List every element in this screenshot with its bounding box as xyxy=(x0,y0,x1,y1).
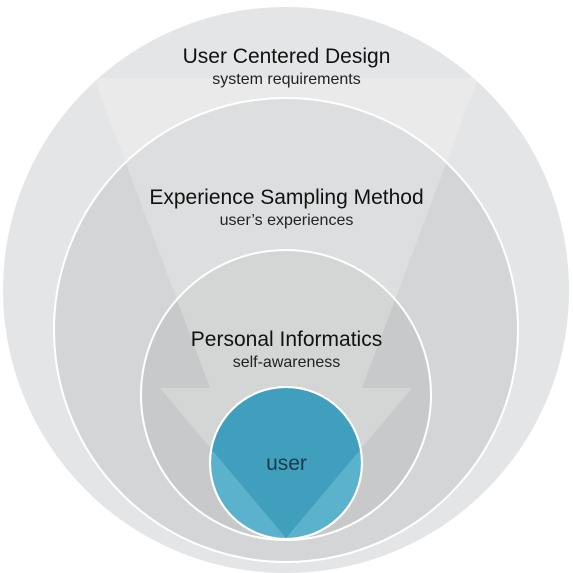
outer-layer-subtitle: system requirements xyxy=(212,71,361,88)
user-label: user xyxy=(266,452,307,475)
middle-layer-subtitle: user’s experiences xyxy=(219,212,354,229)
inner-layer-subtitle: self-awareness xyxy=(232,354,341,371)
user-circle-outline xyxy=(209,386,363,540)
down-arrow-shape xyxy=(94,78,478,538)
arrow-tip-overlap xyxy=(210,388,362,538)
middle-layer-title: Experience Sampling Method xyxy=(149,186,424,209)
inner-layer-title: Personal Informatics xyxy=(190,328,383,351)
outer-layer-title: User Centered Design xyxy=(182,45,391,68)
